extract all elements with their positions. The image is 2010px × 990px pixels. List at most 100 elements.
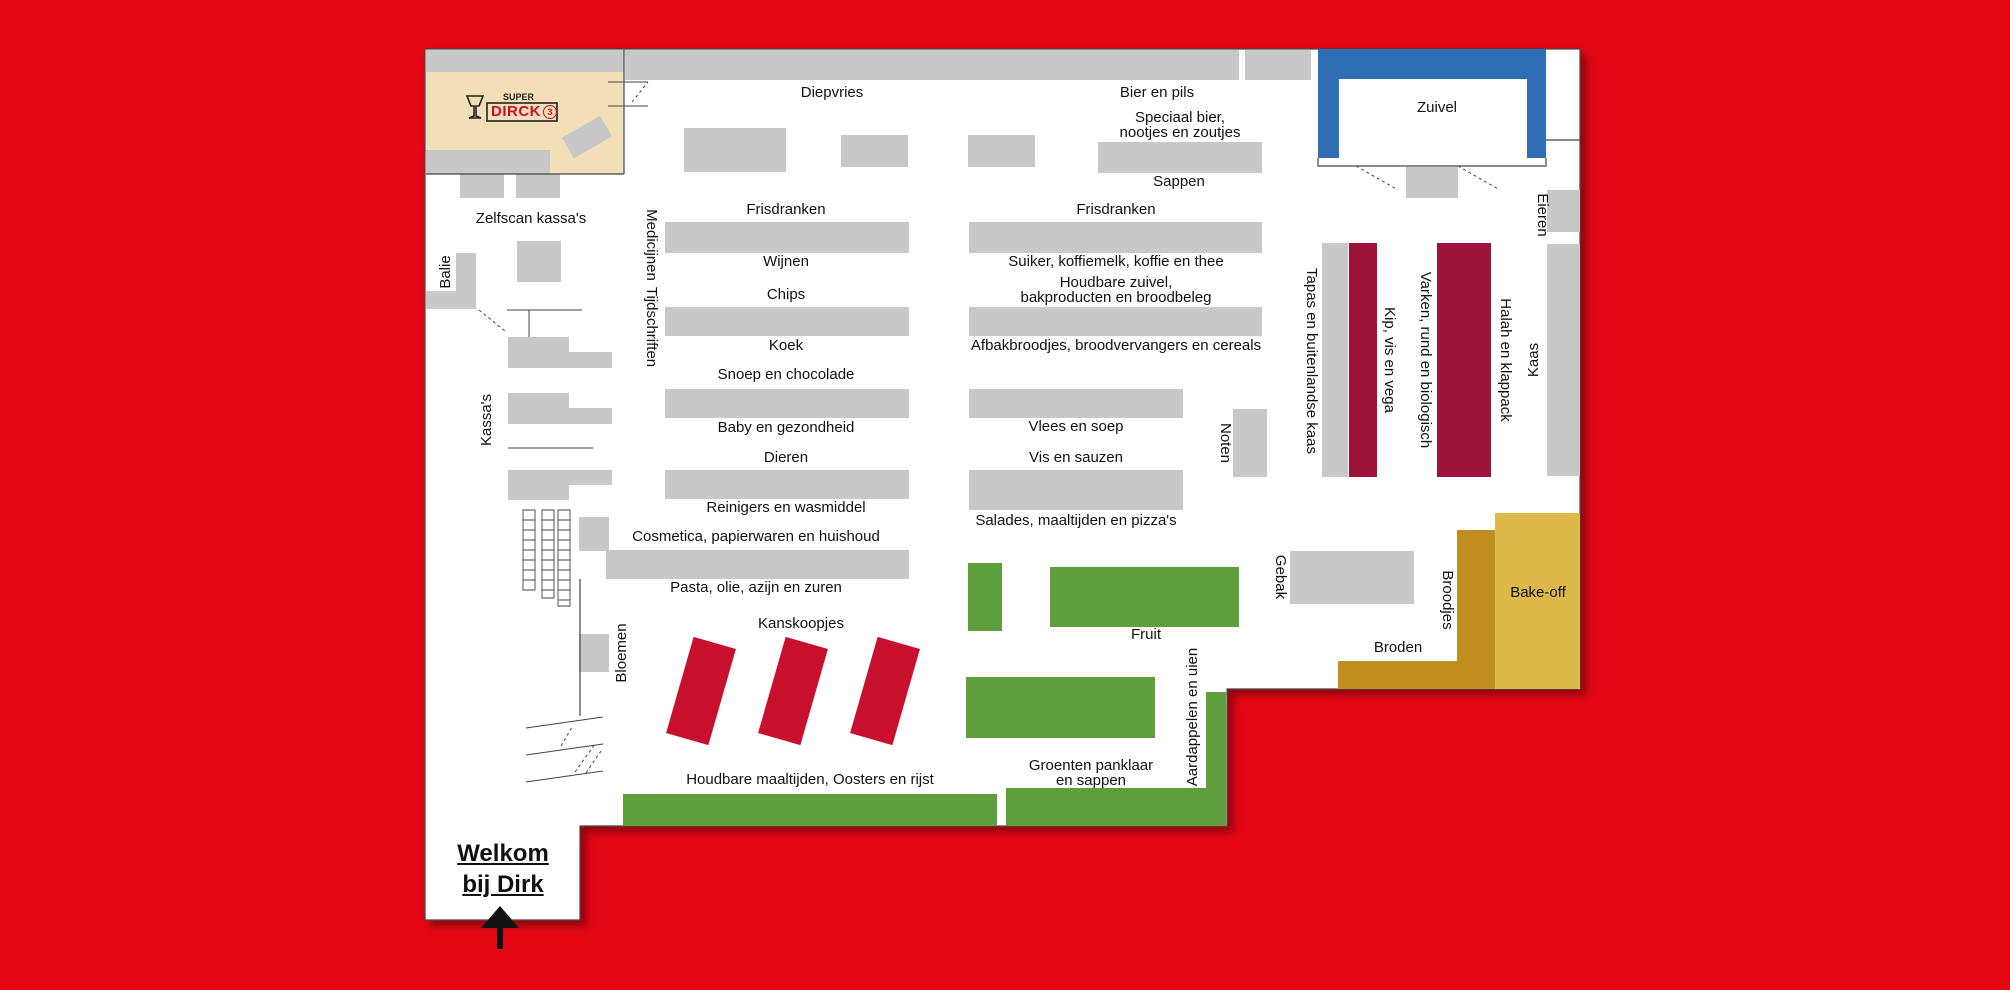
zuivel-fridge bbox=[1318, 49, 1546, 158]
shelf-diepvries bbox=[625, 50, 1239, 80]
bargain-bin bbox=[666, 636, 736, 746]
welcome-line-2: bij Dirk bbox=[462, 871, 544, 898]
bakeoff-section bbox=[1495, 513, 1580, 689]
logo-suffix: 3 bbox=[543, 105, 557, 119]
label-broden: Broden bbox=[1373, 639, 1423, 656]
shelf bbox=[665, 307, 909, 336]
shelf bbox=[665, 389, 909, 418]
shelf-tapas bbox=[1322, 243, 1348, 477]
shelf-kaas bbox=[1547, 244, 1580, 476]
label-gebak: Gebak bbox=[1272, 554, 1289, 600]
shelf-bloemen bbox=[579, 634, 609, 672]
label-vis-sauzen: Vis en sauzen bbox=[1029, 449, 1123, 466]
label-tapas: Tapas en buitenlandse kaas bbox=[1303, 268, 1320, 454]
produce-aardappelen bbox=[1206, 692, 1226, 826]
label-dieren: Dieren bbox=[763, 449, 809, 466]
label-frisdranken-right: Frisdranken bbox=[1076, 201, 1156, 218]
super-dirck-logo: SUPER DIRCK 3 bbox=[465, 92, 561, 124]
bargain-bin bbox=[758, 636, 828, 746]
label-aardappelen: Aardappelen en uien bbox=[1184, 647, 1201, 787]
shelf bbox=[606, 550, 909, 579]
label-zelfscan: Zelfscan kassa's bbox=[475, 210, 587, 227]
meat-fridge bbox=[1349, 243, 1377, 477]
shelf bbox=[665, 470, 909, 499]
label-sappen: Sappen bbox=[1153, 173, 1205, 190]
shelf-noten bbox=[1233, 409, 1267, 477]
shelf bbox=[1098, 142, 1262, 173]
shelf bbox=[968, 135, 1035, 167]
welcome-text: Welkom bij Dirk bbox=[457, 838, 549, 900]
label-pasta: Pasta, olie, azijn en zuren bbox=[670, 579, 842, 596]
label-bakeoff: Bake-off bbox=[1510, 584, 1566, 601]
shelf bbox=[684, 128, 786, 172]
label-vlees-soep: Vlees en soep bbox=[1028, 418, 1124, 435]
shelf bbox=[841, 135, 908, 167]
label-suiker: Suiker, koffiemelk, koffie en thee bbox=[1008, 253, 1224, 270]
label-tijdschriften: Tijdschriften bbox=[643, 286, 660, 368]
label-broodjes: Broodjes bbox=[1439, 570, 1456, 630]
label-kanskoopjes: Kanskoopjes bbox=[758, 615, 844, 632]
label-houdbare-zuivel: Houdbare zuivel, bakproducten en broodbe… bbox=[1020, 274, 1212, 306]
produce-fruit bbox=[1050, 567, 1239, 627]
shelf bbox=[579, 517, 609, 551]
bargain-bin bbox=[850, 636, 920, 746]
wine-glass-icon bbox=[465, 95, 558, 122]
balie-counter bbox=[426, 253, 476, 309]
kassa-counter bbox=[508, 470, 612, 500]
shelf bbox=[460, 174, 504, 198]
entrance-gates bbox=[525, 716, 604, 783]
label-snoep: Snoep en chocolade bbox=[717, 366, 855, 383]
wall bbox=[1317, 158, 1547, 167]
label-houdbare-maaltijden: Houdbare maaltijden, Oosters en rijst bbox=[686, 771, 934, 788]
label-kaas: Kaas bbox=[1525, 342, 1542, 378]
shelf-eieren bbox=[1547, 190, 1580, 232]
label-eieren: Eieren bbox=[1534, 193, 1551, 237]
produce-groenten bbox=[1006, 788, 1206, 826]
label-baby: Baby en gezondheid bbox=[717, 419, 855, 436]
logo-super-text: SUPER bbox=[503, 92, 535, 102]
shelf bbox=[969, 307, 1262, 336]
label-zuivel: Zuivel bbox=[1416, 99, 1458, 116]
label-bloemen: Bloemen bbox=[613, 623, 630, 683]
label-cosmetica: Cosmetica, papierwaren en huishoud bbox=[632, 528, 880, 545]
produce-stand bbox=[968, 563, 1002, 631]
label-diepvries: Diepvries bbox=[800, 84, 864, 101]
bread-section bbox=[1338, 530, 1495, 689]
door-swing bbox=[1457, 165, 1501, 191]
label-koek: Koek bbox=[768, 337, 804, 354]
shelf bbox=[516, 174, 560, 198]
label-afbakbroodjes: Afbakbroodjes, broodvervangers en cereal… bbox=[970, 337, 1262, 354]
shelf bbox=[969, 470, 1183, 510]
shelf-bier bbox=[1245, 50, 1311, 80]
shelf-gebak bbox=[1290, 551, 1414, 604]
logo-box bbox=[561, 115, 613, 159]
shelf bbox=[426, 150, 550, 174]
produce-stand bbox=[966, 677, 1155, 738]
entrance-arrow-icon bbox=[481, 906, 519, 949]
kassa-counter bbox=[508, 337, 612, 368]
logo-brand-text: DIRCK bbox=[491, 103, 541, 120]
shelf bbox=[665, 222, 909, 253]
label-varken: Varken, rund en biologisch bbox=[1417, 271, 1434, 449]
shopping-carts bbox=[522, 509, 571, 607]
label-halah: Halah en klappack bbox=[1497, 298, 1514, 422]
label-reinigers: Reinigers en wasmiddel bbox=[706, 499, 866, 516]
label-chips: Chips bbox=[766, 286, 806, 303]
label-salades: Salades, maaltijden en pizza's bbox=[975, 512, 1177, 529]
label-groenten: Groenten panklaar en sappen bbox=[1028, 757, 1154, 789]
logo-area-top bbox=[426, 50, 624, 72]
door-swing bbox=[631, 81, 649, 103]
label-kassas: Kassa's bbox=[478, 393, 495, 447]
produce-houdbare bbox=[623, 794, 997, 826]
label-fruit: Fruit bbox=[1131, 626, 1161, 643]
shelf bbox=[969, 222, 1262, 253]
kassa-counter bbox=[508, 393, 612, 424]
shelf bbox=[1406, 167, 1458, 198]
label-medicijnen: Medicijnen bbox=[643, 209, 660, 281]
welcome-line-1: Welkom bbox=[457, 840, 549, 867]
label-balie: Balie bbox=[437, 255, 454, 289]
shelf bbox=[517, 241, 561, 282]
label-noten: Noten bbox=[1217, 422, 1234, 464]
label-frisdranken-left: Frisdranken bbox=[746, 201, 826, 218]
